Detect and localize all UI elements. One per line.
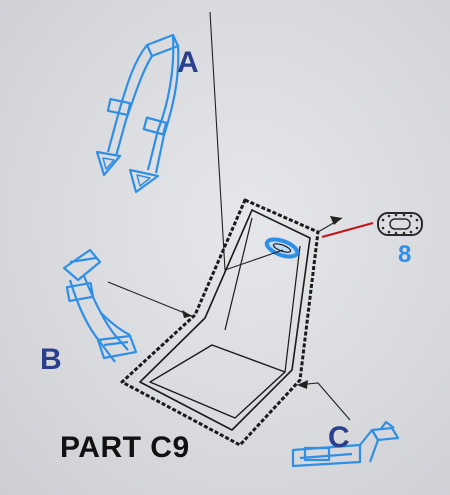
lead-lines [107, 11, 351, 421]
red-attach-line [321, 221, 374, 239]
label-a: A [177, 46, 199, 79]
label-c: C [328, 421, 350, 454]
part-8-ring [377, 212, 423, 236]
harness-c-crotch-strap [291, 420, 400, 468]
arrow-8 [330, 216, 342, 225]
lead-line-b [107, 281, 193, 317]
lead-line-c [296, 382, 351, 421]
arrow-c [297, 380, 308, 389]
label-b: B [40, 343, 62, 376]
label-part-8: 8 [398, 241, 411, 268]
arrow-b [182, 310, 192, 318]
part-title: PART C9 [60, 431, 190, 464]
harness-b-lap-belt [62, 248, 138, 363]
harness-a-shoulder-straps [95, 33, 180, 194]
seat-c9 [120, 198, 320, 447]
lead-line-a [209, 11, 284, 271]
